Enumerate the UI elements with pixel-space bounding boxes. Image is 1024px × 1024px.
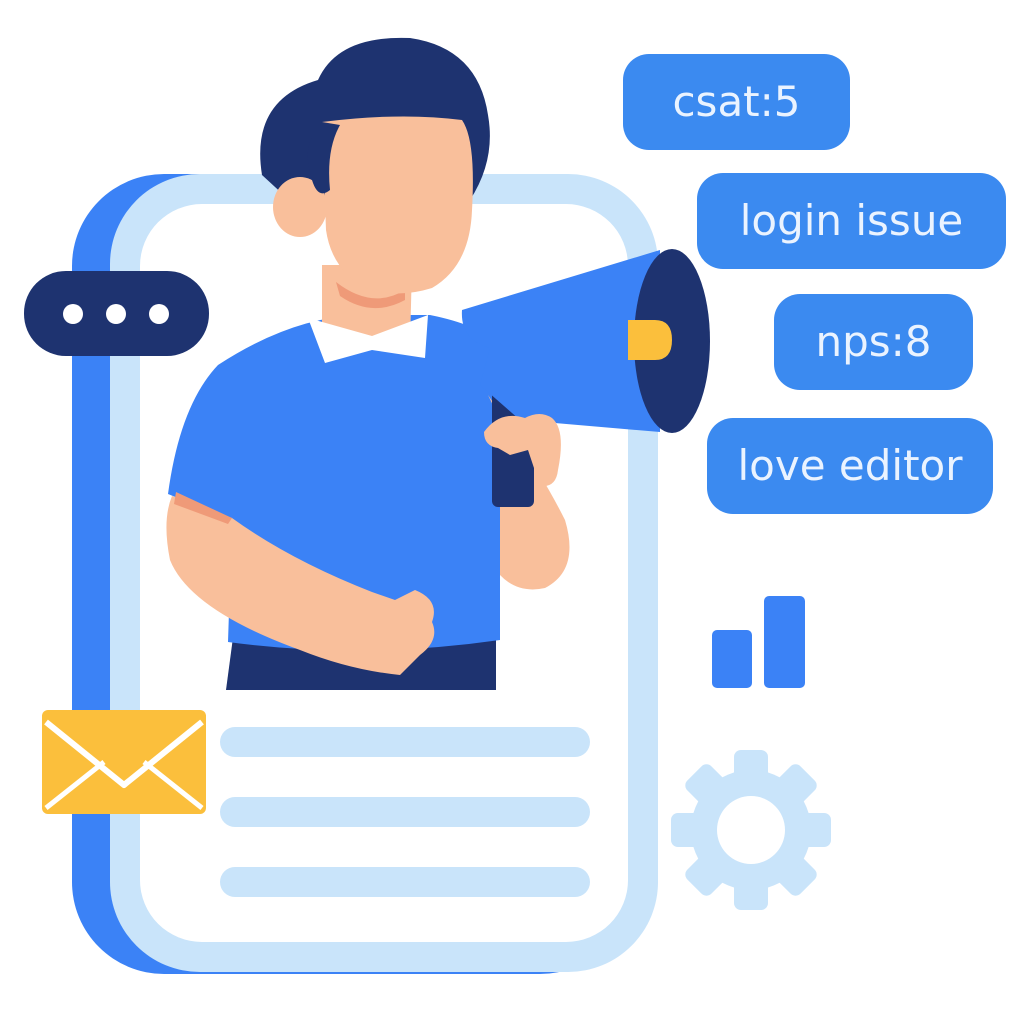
- feedback-tag-login-issue: login issue: [697, 173, 1006, 269]
- person: [166, 37, 570, 690]
- megaphone-body: [461, 250, 660, 432]
- megaphone-speaker: [628, 320, 672, 360]
- feedback-tag-csat: csat:5: [623, 54, 850, 150]
- left-arm: [166, 496, 435, 675]
- megaphone-icon: [461, 249, 710, 507]
- face: [322, 116, 473, 294]
- gear-icon: [671, 750, 831, 910]
- text-line: [220, 797, 590, 827]
- feedback-tag-love-editor: love editor: [707, 418, 993, 514]
- text-line: [220, 727, 590, 757]
- more-dots-icon: [24, 271, 209, 356]
- hand: [484, 414, 561, 487]
- megaphone-mouth: [634, 249, 710, 433]
- text-line: [220, 867, 590, 897]
- mail-icon: [42, 710, 206, 814]
- ear: [273, 177, 327, 237]
- shirt-collar: [308, 315, 428, 363]
- feedback-tag-nps: nps:8: [774, 294, 973, 390]
- bar-chart-icon: [712, 596, 805, 688]
